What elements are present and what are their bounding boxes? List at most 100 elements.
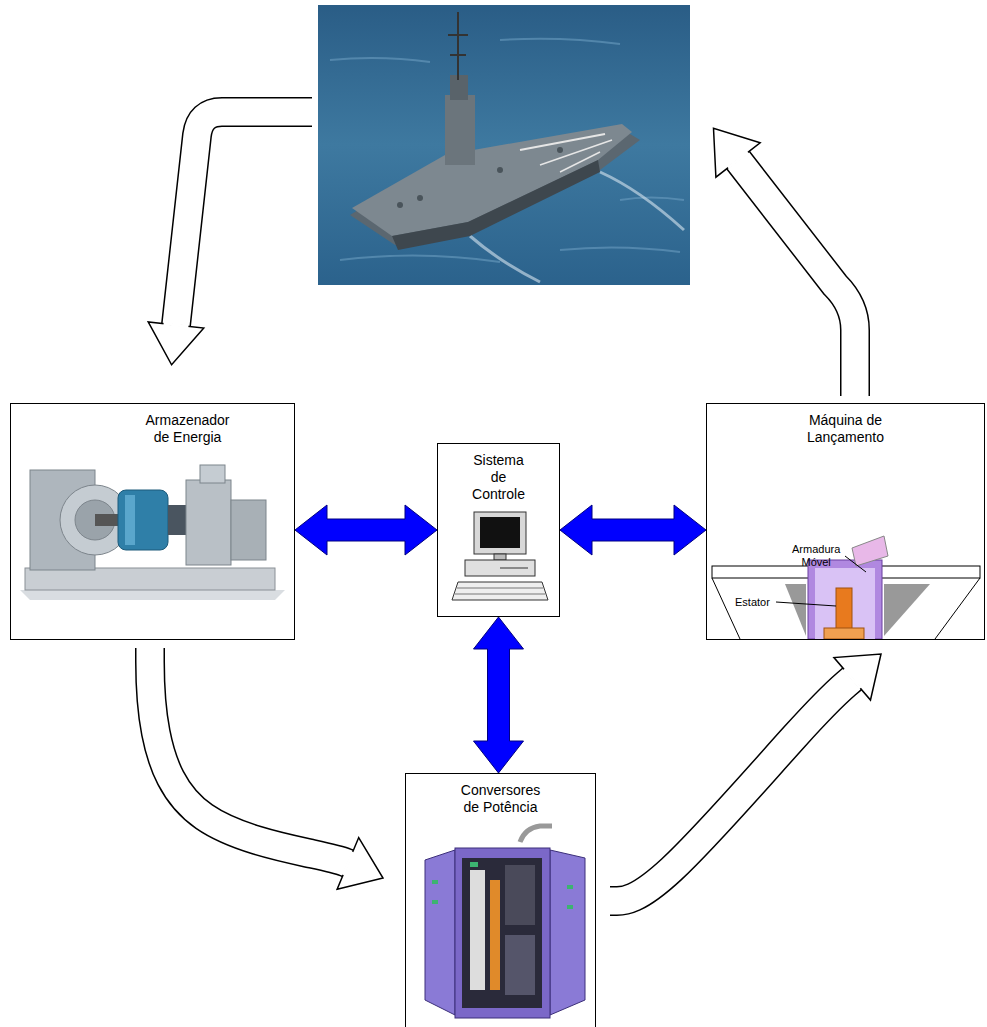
aircraft-carrier-photo — [557, 147, 563, 153]
linear-motor-section — [712, 536, 980, 639]
flow-arrow — [738, 160, 855, 396]
arrow-head — [844, 669, 860, 688]
linear-motor-section — [884, 584, 930, 636]
flow-arrow — [728, 152, 748, 167]
aircraft-carrier-photo — [457, 12, 459, 80]
linear-motor-section — [824, 628, 864, 639]
aircraft-carrier-photo — [448, 34, 468, 36]
converter-cabinet — [505, 935, 535, 995]
arrow-band — [610, 679, 852, 901]
flywheel-machine — [231, 500, 266, 560]
linear-motor-section — [785, 584, 806, 636]
arrow-head — [343, 852, 353, 875]
flywheel-machine — [186, 480, 231, 565]
computer-icon — [480, 517, 520, 548]
flow-arrow — [148, 322, 204, 365]
linear-motor-section — [808, 560, 882, 639]
part-label: Estator — [735, 596, 770, 609]
flywheel-machine — [125, 495, 135, 545]
aircraft-carrier-photo — [397, 202, 403, 208]
linear-motor-section — [836, 588, 852, 632]
flow-arrow — [738, 160, 855, 396]
computer-icon — [457, 588, 543, 589]
flywheel-machine — [118, 490, 168, 550]
process-box: Sistema de Controle — [437, 443, 560, 617]
aircraft-carrier-photo — [560, 152, 600, 172]
box-title: Armazenador de Energia — [145, 412, 229, 446]
converter-cabinet — [567, 905, 573, 909]
aircraft-carrier-photo — [392, 160, 600, 250]
box-title: Sistema de Controle — [472, 452, 525, 503]
flow-arrow — [164, 324, 189, 327]
flow-arrow — [714, 128, 856, 396]
aircraft-carrier-photo — [318, 5, 690, 285]
computer-icon — [452, 582, 548, 600]
computer-icon — [494, 554, 506, 560]
flow-arrow — [176, 112, 312, 325]
process-box: Conversores de Potência — [405, 773, 596, 1027]
linear-motor-section — [776, 602, 836, 606]
aircraft-carrier-photo — [445, 95, 475, 165]
control-link-arrow — [474, 617, 524, 773]
computer-icon — [474, 512, 526, 554]
aircraft-carrier-photo — [450, 54, 466, 56]
linear-motor-section — [852, 536, 888, 566]
converter-cabinet — [425, 826, 585, 1018]
arrow-band — [610, 679, 852, 901]
linear-motor-section — [815, 568, 875, 639]
converter-cabinet — [550, 850, 585, 1015]
aircraft-carrier-photo — [330, 39, 684, 262]
converter-cabinet — [455, 848, 550, 1018]
computer-icon — [500, 568, 528, 569]
aircraft-carrier-photo — [497, 167, 503, 173]
box-title: Máquina de Lançamento — [807, 412, 884, 446]
arrow-band — [610, 679, 852, 901]
flywheel-machine — [168, 505, 186, 535]
box-title: Conversores de Potência — [461, 782, 540, 816]
flywheel-machine — [200, 465, 225, 483]
flow-arrow — [714, 128, 761, 177]
converter-cabinet — [432, 900, 438, 904]
linear-motor-section — [845, 556, 866, 572]
converter-cabinet — [567, 885, 573, 889]
process-box: Armazenador de Energia — [10, 403, 295, 640]
arrow-band — [150, 648, 348, 863]
converter-cabinet — [470, 870, 485, 990]
converter-cabinet — [470, 862, 478, 867]
part-label: Armadura Móvel — [792, 543, 840, 569]
double-arrow — [560, 505, 706, 555]
linear-motor-section — [712, 578, 740, 639]
converter-cabinet — [425, 850, 455, 1015]
aircraft-carrier-photo — [318, 5, 690, 285]
converter-cabinet — [432, 880, 438, 884]
flywheel-machine — [20, 465, 285, 600]
double-arrow — [295, 505, 437, 555]
power-flow-arrow — [150, 648, 383, 889]
arrow-head — [337, 838, 383, 890]
power-flow-arrow — [610, 654, 881, 901]
computer-icon — [465, 560, 535, 576]
flow-arrow — [176, 112, 312, 325]
linear-motor-section — [935, 578, 980, 639]
arrow-head — [834, 654, 881, 700]
computer-icon — [452, 512, 548, 600]
converter-cabinet — [462, 858, 542, 1008]
flywheel-machine — [20, 590, 285, 600]
flywheel-machine — [95, 514, 120, 526]
computer-icon — [455, 594, 545, 595]
aircraft-carrier-photo — [540, 140, 612, 165]
converter-cabinet — [505, 865, 535, 925]
flywheel-machine — [25, 568, 275, 590]
double-arrow — [474, 617, 524, 773]
control-link-arrow — [560, 505, 706, 555]
arrow-head — [337, 838, 383, 890]
arrow-band — [150, 648, 348, 863]
control-link-arrow — [295, 505, 437, 555]
arrow-head — [834, 654, 881, 700]
flow-arrow — [148, 112, 312, 365]
arrow-band — [150, 648, 348, 863]
aircraft-carrier-photo — [417, 195, 423, 201]
